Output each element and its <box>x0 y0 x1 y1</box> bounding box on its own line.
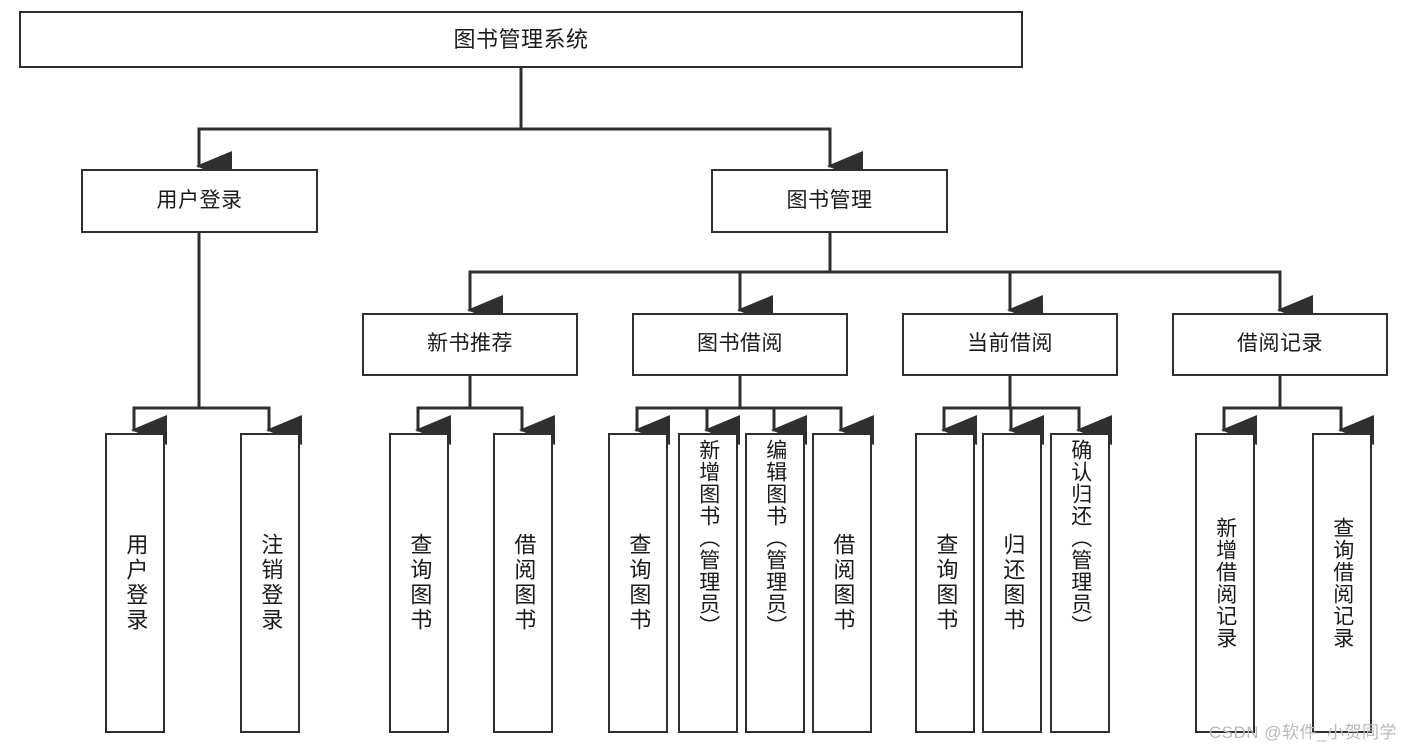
node-label: 用户登录 <box>123 533 149 633</box>
leaf-query-borrow-record[interactable]: 查询借阅记录 <box>1312 433 1372 733</box>
node-label: 图书管理系统 <box>453 26 589 52</box>
leaf-add-book-admin[interactable]: 新增图书（管理员） <box>678 433 738 733</box>
node-root-system[interactable]: 图书管理系统 <box>19 11 1023 68</box>
node-label: 编辑图书（管理员） <box>763 439 787 637</box>
node-label: 用户登录 <box>156 188 243 212</box>
node-book-management[interactable]: 图书管理 <box>711 169 948 233</box>
node-label: 借阅图书 <box>830 533 856 633</box>
leaf-add-borrow-record[interactable]: 新增借阅记录 <box>1195 433 1255 733</box>
node-label: 新增借阅记录 <box>1213 517 1237 649</box>
node-label: 查询图书 <box>626 533 652 633</box>
node-current-borrow[interactable]: 当前借阅 <box>902 313 1118 376</box>
node-label: 查询图书 <box>407 533 433 633</box>
node-new-book-recommend[interactable]: 新书推荐 <box>362 313 578 376</box>
node-borrow-record[interactable]: 借阅记录 <box>1172 313 1388 376</box>
node-book-borrow[interactable]: 图书借阅 <box>632 313 848 376</box>
node-label: 当前借阅 <box>967 332 1053 356</box>
node-label: 确认归还（管理员） <box>1068 439 1092 637</box>
node-label: 图书管理 <box>786 188 873 212</box>
node-label: 新增图书（管理员） <box>696 439 720 637</box>
leaf-borrow-book[interactable]: 借阅图书 <box>812 433 872 733</box>
leaf-confirm-return-admin[interactable]: 确认归还（管理员） <box>1050 433 1110 733</box>
leaf-logout[interactable]: 注销登录 <box>240 433 300 733</box>
node-label: 归还图书 <box>1000 533 1026 633</box>
leaf-user-login[interactable]: 用户登录 <box>105 433 165 733</box>
leaf-return-book[interactable]: 归还图书 <box>982 433 1042 733</box>
csdn-watermark: CSDN @软件_小贺同学 <box>1208 723 1397 742</box>
node-label: 查询借阅记录 <box>1330 517 1354 649</box>
leaf-current-query-book[interactable]: 查询图书 <box>915 433 975 733</box>
leaf-new-book-borrow[interactable]: 借阅图书 <box>493 433 553 733</box>
leaf-borrow-query-book[interactable]: 查询图书 <box>608 433 668 733</box>
node-label: 注销登录 <box>258 533 284 633</box>
node-user-login[interactable]: 用户登录 <box>81 169 318 233</box>
leaf-edit-book-admin[interactable]: 编辑图书（管理员） <box>745 433 805 733</box>
node-label: 借阅记录 <box>1237 332 1323 356</box>
leaf-new-book-query[interactable]: 查询图书 <box>389 433 449 733</box>
node-label: 借阅图书 <box>511 533 537 633</box>
node-label: 新书推荐 <box>427 332 513 356</box>
node-label: 图书借阅 <box>697 332 783 356</box>
node-label: 查询图书 <box>933 533 959 633</box>
